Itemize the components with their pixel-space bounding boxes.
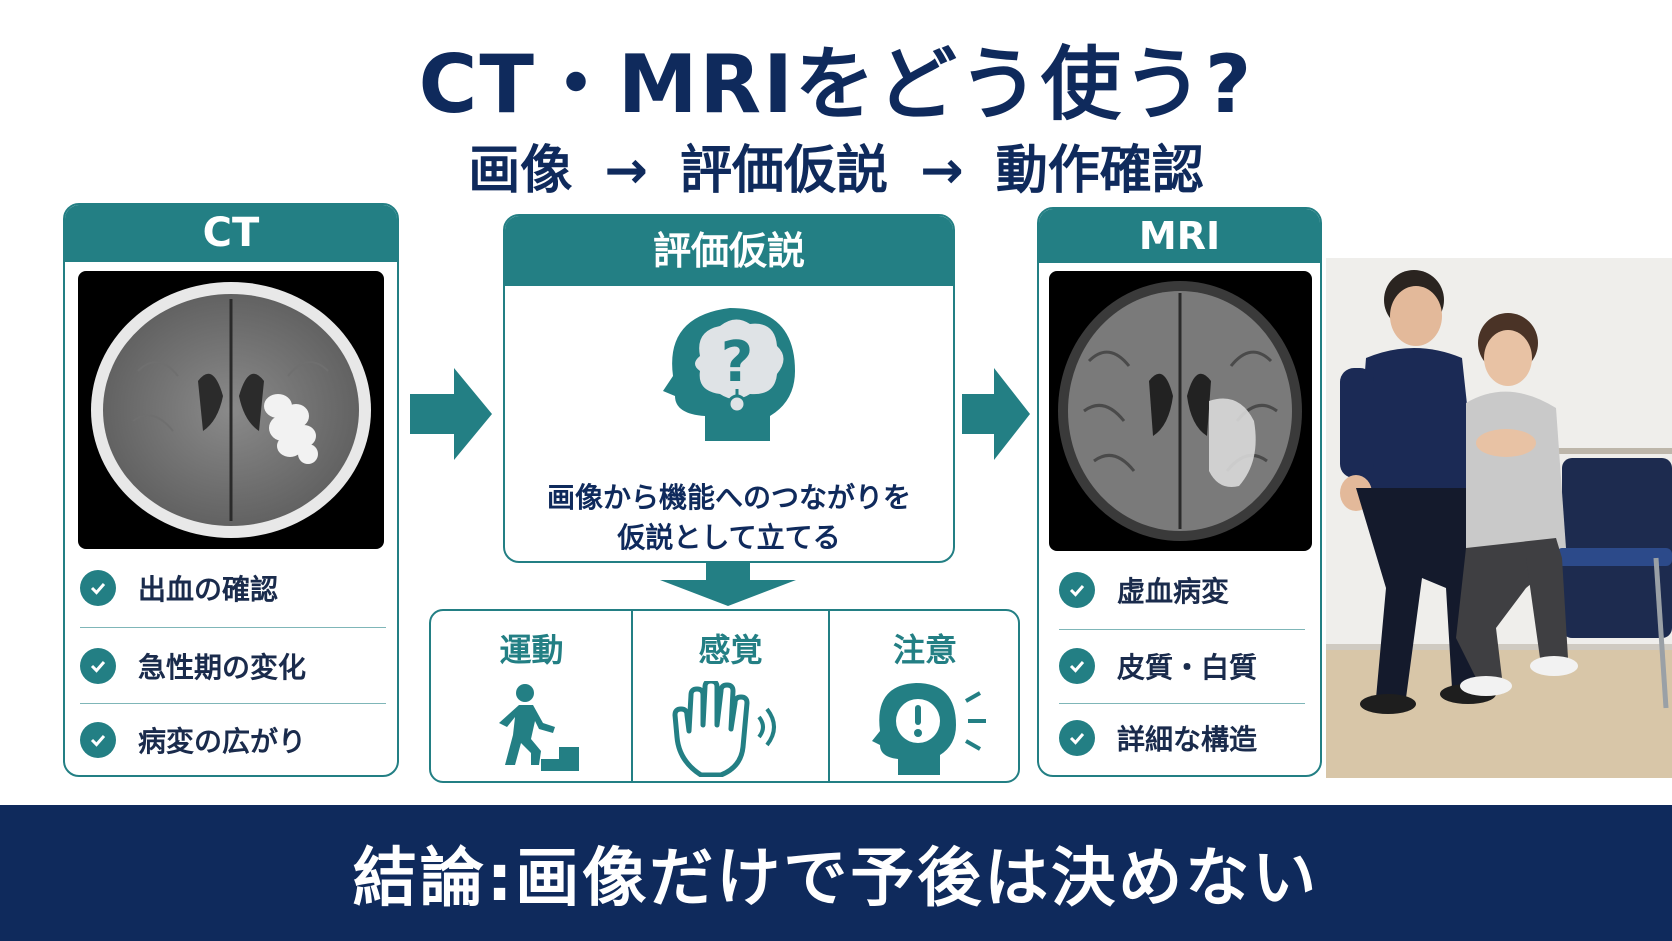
mri-panel: MRI 虚血病変 皮質・白質 詳細な構造	[1037, 207, 1322, 777]
svg-text:?: ?	[721, 330, 753, 395]
hypothesis-caption-line2: 仮説として立てる	[617, 521, 841, 554]
ct-check-list: 出血の確認 急性期の変化 病変の広がり	[80, 557, 386, 767]
list-item: 急性期の変化	[80, 635, 386, 697]
hypothesis-caption-line1: 画像から機能へのつながりを	[546, 481, 911, 514]
conclusion-text: 結論:画像だけで予後は決めない	[352, 842, 1320, 916]
domain-label: 運動	[499, 631, 564, 669]
list-item: 病変の広がり	[80, 709, 386, 771]
mri-scan-image	[1049, 271, 1312, 551]
divider	[828, 611, 830, 781]
page-title: CT・MRIをどう使う?	[418, 38, 1254, 131]
ct-panel-header: CT	[65, 205, 397, 262]
page-subtitle: 画像 → 評価仮説 → 動作確認	[468, 141, 1204, 201]
check-icon	[1059, 720, 1095, 756]
head-attention-icon	[872, 683, 986, 775]
domain-label: 感覚	[698, 631, 763, 669]
walking-stairs-icon	[499, 684, 579, 771]
ct-check-label: 急性期の変化	[138, 651, 307, 684]
domain-motor: 運動	[431, 611, 632, 781]
check-icon	[80, 722, 116, 758]
divider	[1059, 703, 1305, 704]
arrow-down-icon	[660, 562, 796, 606]
arrow-right-icon	[962, 368, 1030, 460]
check-icon	[80, 648, 116, 684]
ct-check-label: 出血の確認	[138, 573, 279, 606]
domain-sensory: 感覚	[633, 611, 828, 781]
ct-panel: CT	[63, 203, 399, 777]
mri-check-label: 皮質・白質	[1117, 651, 1258, 684]
ct-scan-image	[78, 271, 384, 549]
list-item: 出血の確認	[80, 557, 386, 619]
list-item: 皮質・白質	[1059, 635, 1309, 697]
domain-box: 運動 感覚 注意	[429, 609, 1020, 783]
domain-label: 注意	[892, 631, 957, 669]
arrow-right-icon	[410, 368, 492, 460]
ct-check-label: 病変の広がり	[138, 725, 307, 758]
check-icon	[1059, 648, 1095, 684]
check-icon	[1059, 572, 1095, 608]
hypothesis-panel: 評価仮説 ? 画像から機能へのつながりを 仮説として立てる	[503, 214, 955, 563]
list-item: 詳細な構造	[1059, 707, 1309, 769]
head-question-icon: ?	[663, 308, 795, 441]
mri-check-label: 詳細な構造	[1117, 723, 1258, 756]
divider	[1059, 629, 1305, 630]
divider	[631, 611, 633, 781]
check-icon	[80, 570, 116, 606]
hypothesis-panel-header: 評価仮説	[505, 216, 953, 286]
mri-check-label: 虚血病変	[1117, 575, 1230, 608]
mri-check-list: 虚血病変 皮質・白質 詳細な構造	[1059, 559, 1309, 769]
hand-sensation-icon	[672, 681, 776, 777]
mri-panel-header: MRI	[1039, 209, 1320, 263]
therapy-photo	[1326, 258, 1672, 778]
divider	[80, 627, 386, 628]
list-item: 虚血病変	[1059, 559, 1309, 621]
domain-attention: 注意	[830, 611, 1020, 781]
conclusion-banner: 結論:画像だけで予後は決めない	[0, 805, 1672, 941]
divider	[80, 703, 386, 704]
